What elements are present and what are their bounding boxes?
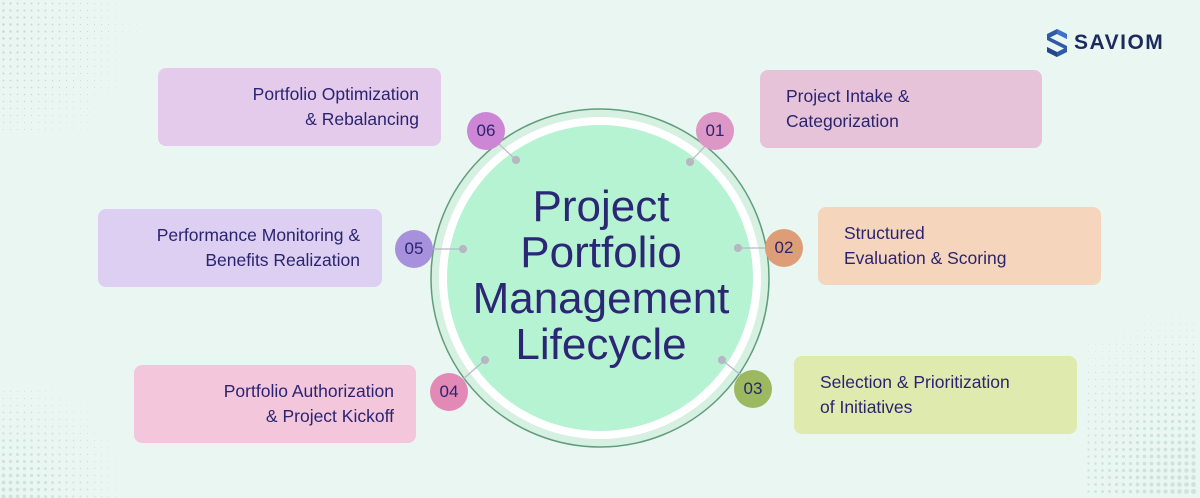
stage-01-line-1: Project Intake &	[786, 86, 910, 106]
stage-05-line-1: Performance Monitoring &	[156, 225, 360, 245]
stage-card-01: Project Intake & Categorization	[760, 70, 1042, 148]
stage-card-06: Portfolio Optimization & Rebalancing	[158, 68, 441, 146]
stage-card-03: Selection & Prioritization of Initiative…	[794, 356, 1077, 434]
title-line-2: Portfolio	[520, 228, 682, 277]
dot-pattern-bottom-right	[1087, 309, 1196, 494]
stage-card-05: Performance Monitoring & Benefits Realiz…	[98, 209, 382, 287]
connector-dot-01	[685, 157, 695, 167]
title-line-1: Project	[532, 182, 670, 231]
stage-03-line-2: of Initiatives	[820, 397, 913, 417]
stage-06-line-1: Portfolio Optimization	[252, 84, 419, 104]
stage-02-line-2: Evaluation & Scoring	[844, 248, 1007, 268]
stage-badge-06: 06	[467, 112, 505, 150]
stage-06-line-2: & Rebalancing	[305, 109, 419, 129]
stage-badge-04: 04	[430, 373, 468, 411]
stage-badge-05: 05	[395, 230, 433, 268]
stage-03-line-1: Selection & Prioritization	[820, 372, 1010, 392]
stage-card-04: Portfolio Authorization & Project Kickof…	[134, 365, 416, 443]
saviom-logo-icon	[1047, 29, 1067, 57]
stage-badge-01: 01	[696, 112, 734, 150]
stage-badge-02: 02	[765, 229, 803, 267]
stage-04-line-2: & Project Kickoff	[265, 406, 394, 426]
title-line-3: Management	[472, 274, 730, 323]
connector-dot-06	[511, 155, 521, 165]
stage-badge-03: 03	[734, 370, 772, 408]
title-line-4: Lifecycle	[515, 320, 687, 369]
stage-04-line-1: Portfolio Authorization	[223, 381, 394, 401]
brand-name: SAVIOM	[1074, 31, 1165, 54]
stage-card-02: Structured Evaluation & Scoring	[818, 207, 1101, 285]
diagram-title: Project Portfolio Management Lifecycle	[446, 184, 756, 368]
stage-05-line-2: Benefits Realization	[205, 250, 360, 270]
connector-06	[497, 142, 517, 161]
dot-pattern-bottom-left	[1, 390, 123, 498]
stage-01-line-2: Categorization	[786, 111, 899, 131]
stage-02-line-1: Structured	[844, 223, 925, 243]
saviom-logo: SAVIOM	[1046, 27, 1164, 59]
dot-pattern-top-left	[2, 2, 137, 130]
